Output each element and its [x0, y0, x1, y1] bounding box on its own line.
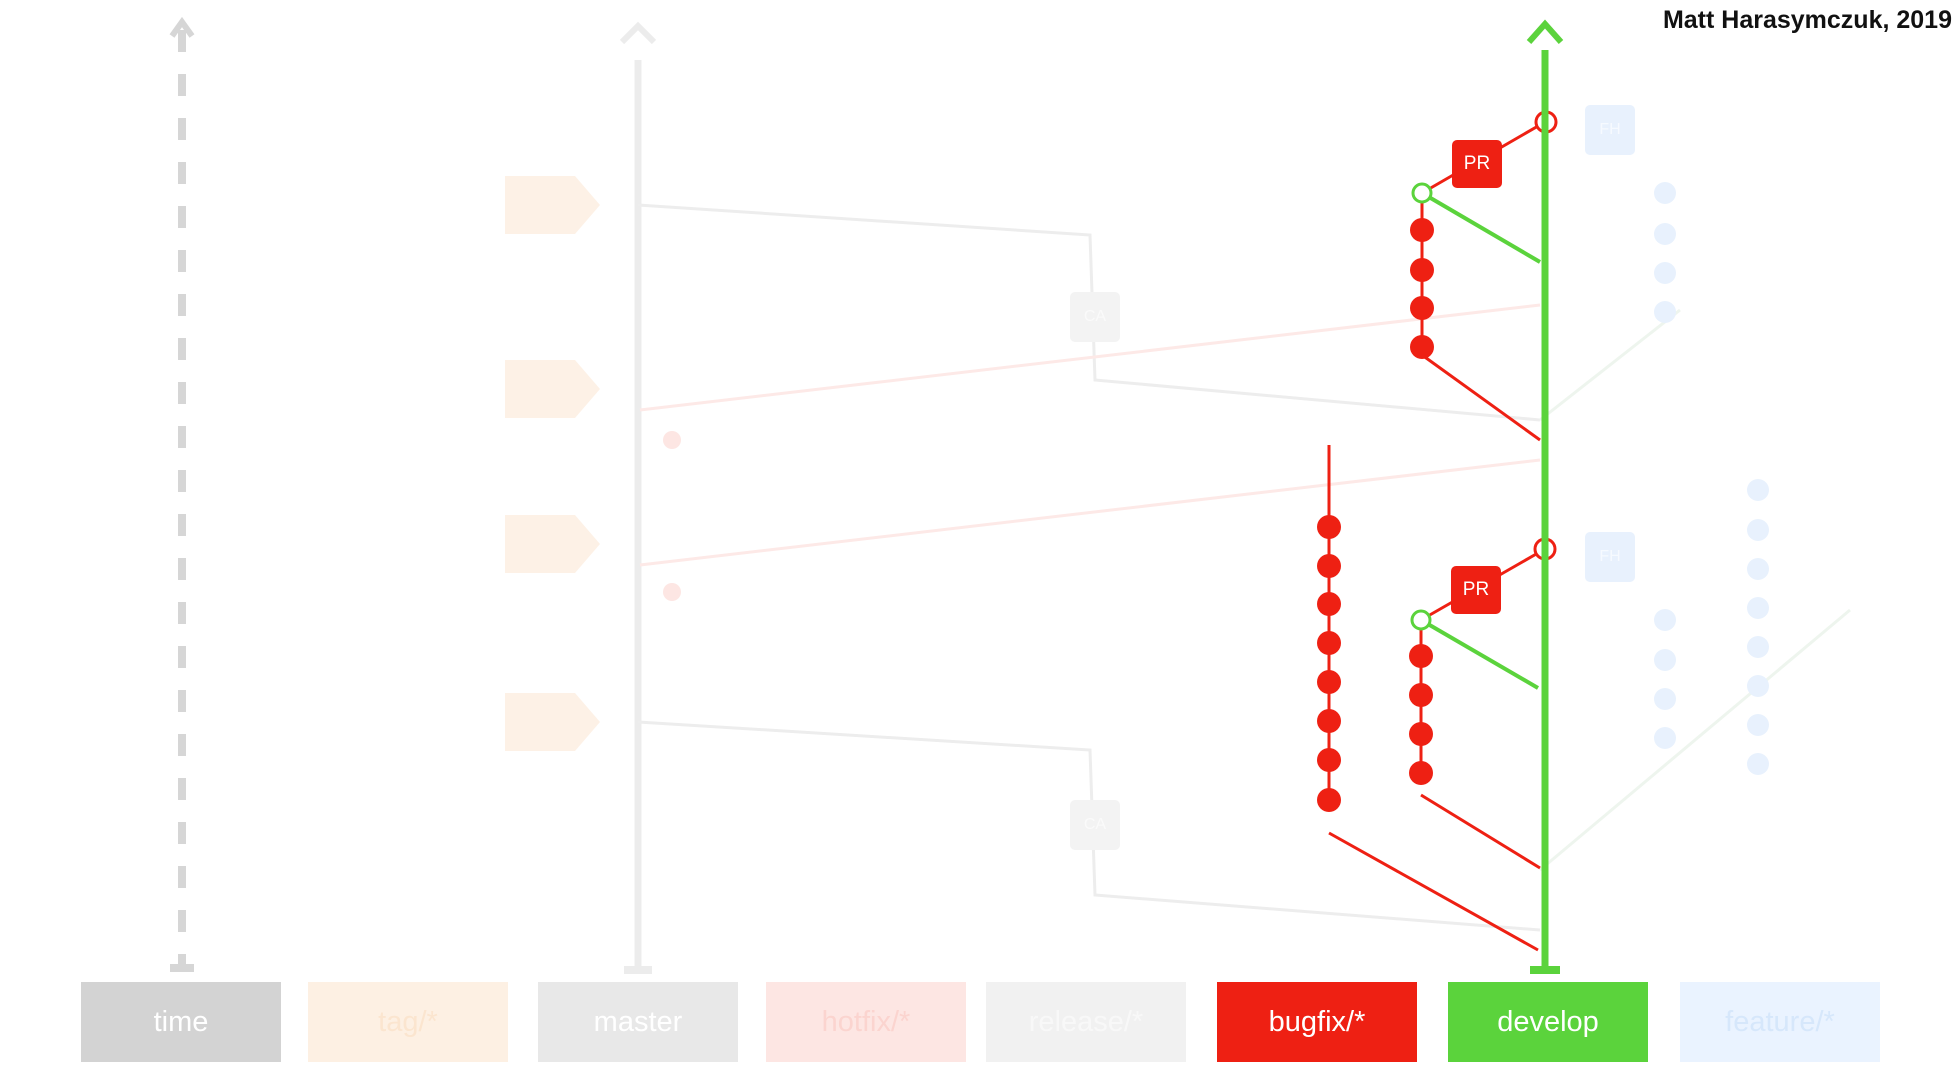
faded-ca-badges [1070, 292, 1120, 850]
develop-branch-line [1526, 19, 1564, 974]
label-bugfix: bugfix/* [1217, 982, 1417, 1062]
label-release: release/* [986, 982, 1186, 1062]
ca-badge-bottom: CA [1083, 816, 1107, 833]
ca-badge-top: CA [1083, 308, 1107, 325]
label-time: time [81, 982, 281, 1062]
faded-commits [663, 431, 681, 601]
author-credit: Matt Harasymczuk, 2019 [1662, 6, 1952, 34]
bugfix-branch-long [1317, 445, 1539, 952]
label-master: master [538, 982, 738, 1062]
label-tag: tag/* [308, 982, 508, 1062]
label-develop: develop [1448, 982, 1648, 1062]
pull-request-badge-bottom: PR [1451, 566, 1501, 614]
label-hotfix: hotfix/* [766, 982, 966, 1062]
tag-markers [505, 176, 600, 751]
fh-badge-top: FH [1599, 121, 1621, 138]
pull-request-badge-top: PR [1452, 140, 1502, 188]
label-feature: feature/* [1680, 982, 1880, 1062]
time-axis [169, 16, 195, 972]
fh-badge-bottom: FH [1599, 548, 1621, 565]
master-branch-line [619, 21, 657, 974]
faded-feature-commits [1585, 105, 1769, 775]
